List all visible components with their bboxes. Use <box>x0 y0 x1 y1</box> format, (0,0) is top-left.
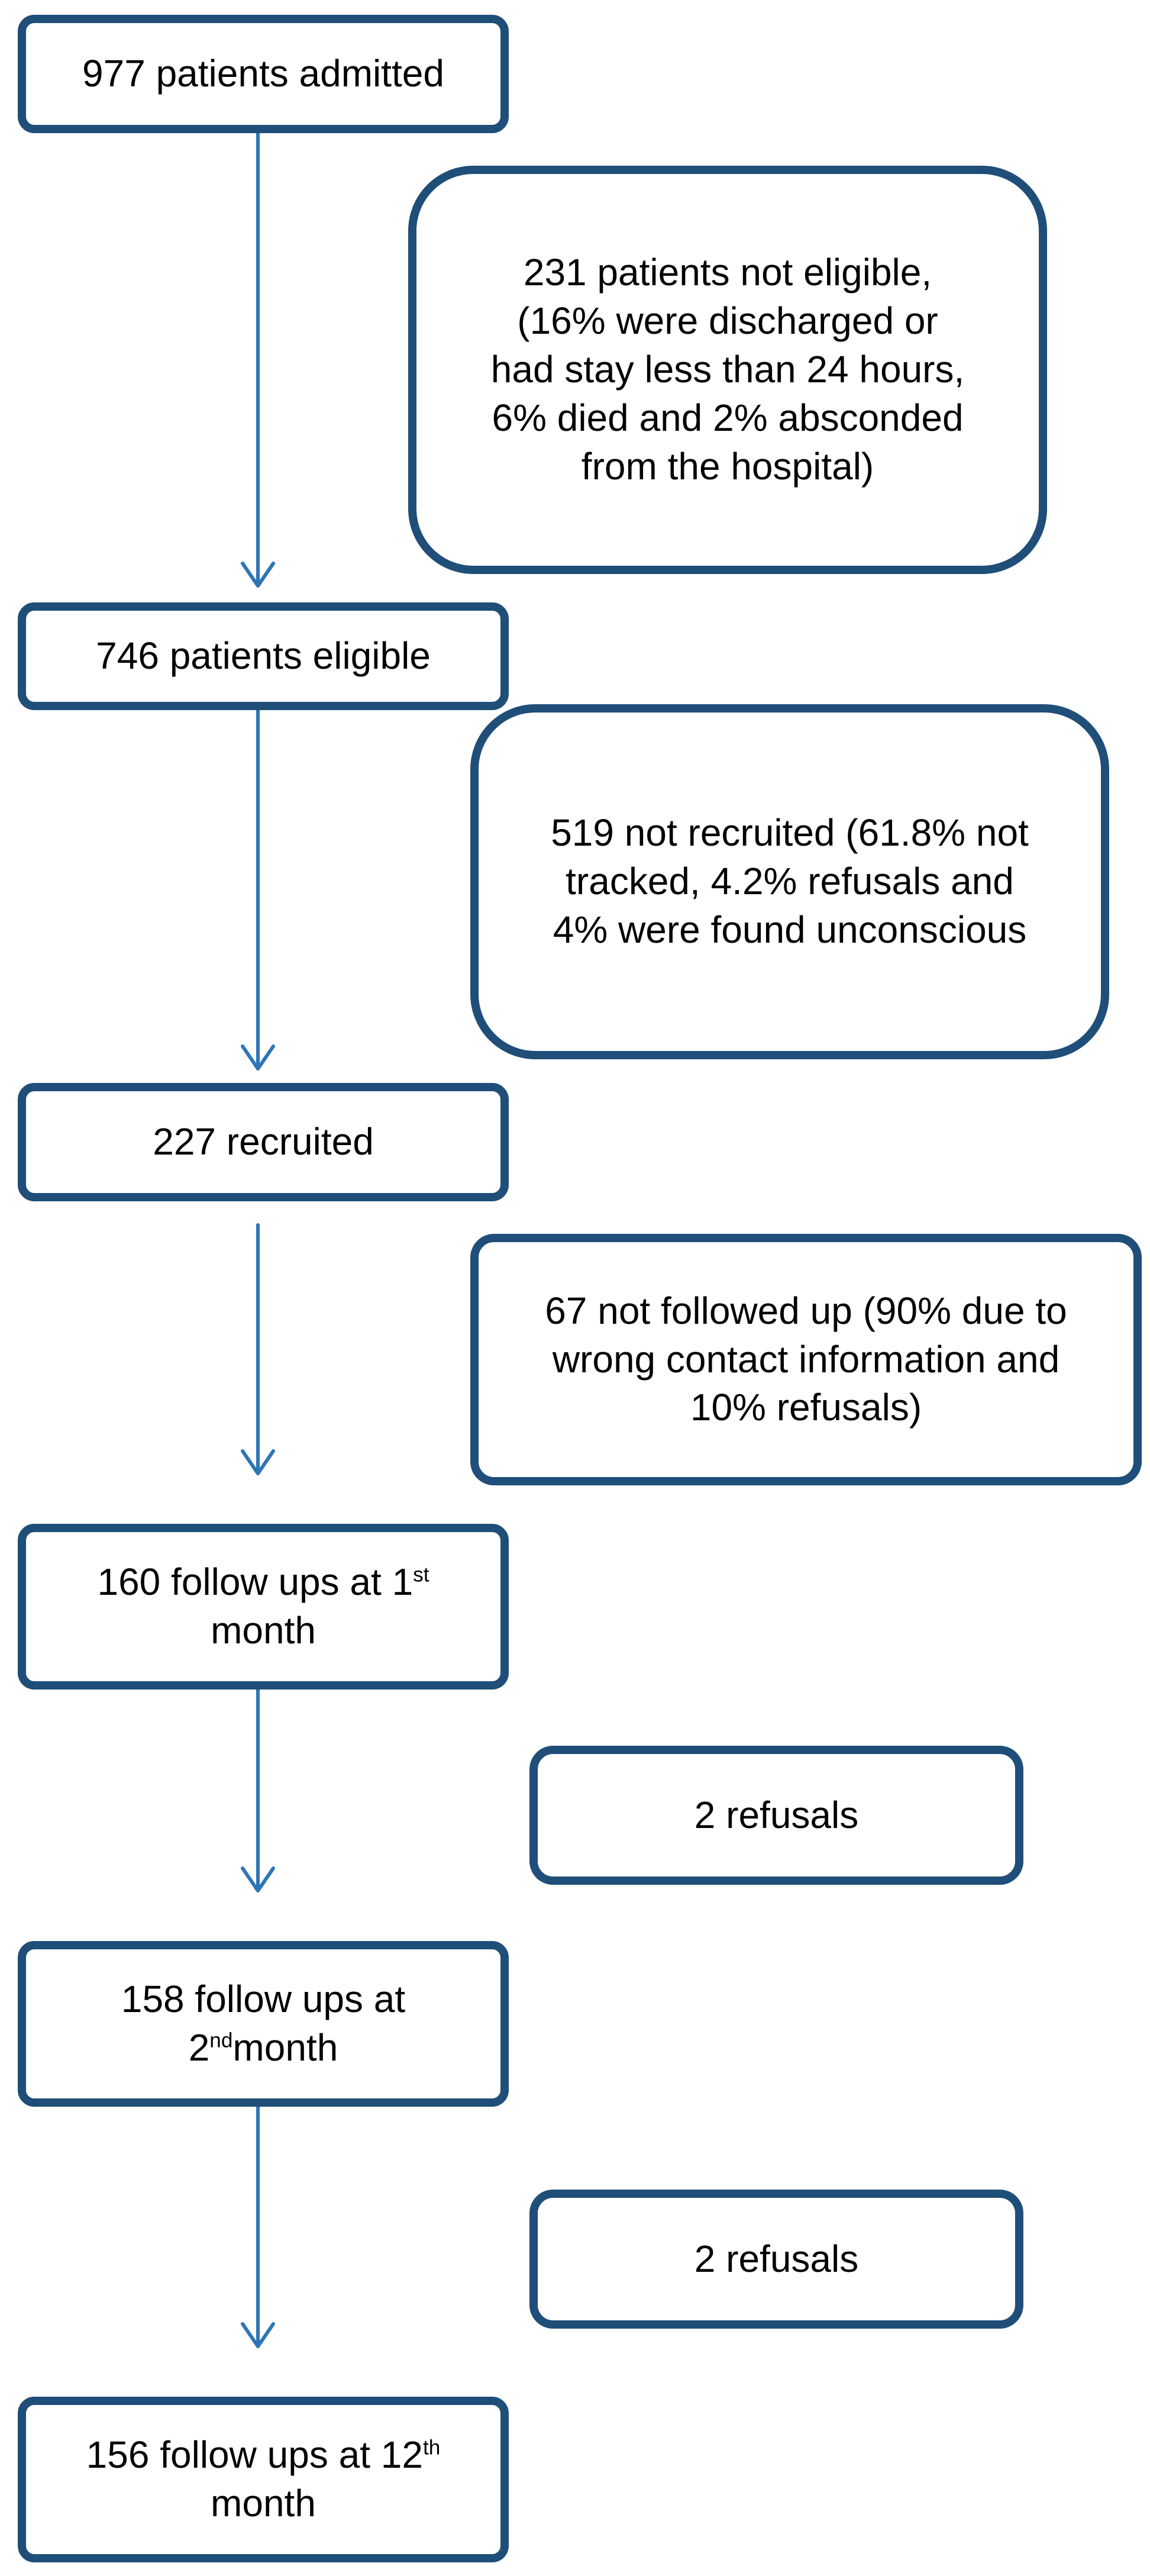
followup-1-text-b: month <box>211 1609 316 1652</box>
not-recruited-line-2: tracked, 4.2% refusals and <box>566 860 1014 903</box>
not-eligible-line-2: (16% were discharged or <box>517 299 938 343</box>
followup-2-text-c: month <box>232 2026 338 2069</box>
box-followup-2nd-month: 158 follow ups at 2ndmonth <box>18 1941 509 2107</box>
followup-2-text-b: 2 <box>188 2026 210 2069</box>
box-recruited: 227 recruited <box>18 1083 509 1201</box>
arrow-followup2-to-followup12 <box>241 2105 275 2348</box>
box-not-eligible-label: 231 patients not eligible, (16% were dis… <box>491 249 965 491</box>
not-eligible-line-3: had stay less than 24 hours, <box>490 348 965 391</box>
arrow-followup1-to-followup2 <box>241 1688 275 1892</box>
box-not-recruited-label: 519 not recruited (61.8% not tracked, 4.… <box>551 809 1029 955</box>
box-not-recruited: 519 not recruited (61.8% not tracked, 4.… <box>470 704 1109 1059</box>
box-patients-admitted: 977 patients admitted <box>18 15 509 133</box>
arrow-recruited-to-followup1 <box>241 1223 275 1475</box>
not-eligible-line-4: 6% died and 2% absconded <box>492 396 964 439</box>
box-patients-admitted-label: 977 patients admitted <box>82 52 444 95</box>
box-refusals-1: 2 refusals <box>529 1746 1023 1885</box>
not-followed-line-2: wrong contact information and <box>552 1337 1060 1381</box>
box-patients-eligible: 746 patients eligible <box>18 602 509 710</box>
not-eligible-line-1: 231 patients not eligible, <box>523 251 932 294</box>
box-followup-2nd-month-label: 158 follow ups at 2ndmonth <box>121 1975 405 2072</box>
box-not-followed-up-label: 67 not followed up (90% due to wrong con… <box>545 1287 1067 1433</box>
followup-1-sup: st <box>413 1563 429 1587</box>
box-refusals-1-label: 2 refusals <box>694 1793 859 1836</box>
not-followed-line-1: 67 not followed up (90% due to <box>545 1289 1067 1332</box>
followup-2-text-a: 158 follow ups at <box>121 1978 406 2021</box>
box-not-followed-up: 67 not followed up (90% due to wrong con… <box>470 1234 1142 1485</box>
not-eligible-line-5: from the hospital) <box>581 444 874 488</box>
box-not-eligible: 231 patients not eligible, (16% were dis… <box>408 166 1047 574</box>
not-followed-line-3: 10% refusals) <box>690 1386 922 1429</box>
followup-1-text-a: 160 follow ups at 1 <box>97 1561 414 1604</box>
not-recruited-line-1: 519 not recruited (61.8% not <box>551 811 1029 855</box>
followup-12-text-a: 156 follow ups at 12 <box>86 2433 423 2477</box>
box-followup-1st-month: 160 follow ups at 1st month <box>18 1524 509 1690</box>
box-refusals-2: 2 refusals <box>529 2190 1023 2329</box>
followup-12-text-b: month <box>211 2482 316 2525</box>
box-refusals-2-label: 2 refusals <box>694 2237 859 2280</box>
box-followup-1st-month-label: 160 follow ups at 1st month <box>97 1558 429 1655</box>
arrow-eligible-to-recruited <box>241 705 275 1071</box>
followup-12-sup: th <box>422 2436 441 2459</box>
not-recruited-line-3: 4% were found unconscious <box>553 908 1027 951</box>
followup-2-sup: nd <box>209 2029 233 2052</box>
box-followup-12th-month: 156 follow ups at 12th month <box>18 2397 509 2562</box>
box-recruited-label: 227 recruited <box>153 1120 374 1163</box>
arrow-admitted-to-eligible <box>241 131 275 588</box>
box-patients-eligible-label: 746 patients eligible <box>96 634 431 678</box>
box-followup-12th-month-label: 156 follow ups at 12th month <box>86 2431 441 2528</box>
